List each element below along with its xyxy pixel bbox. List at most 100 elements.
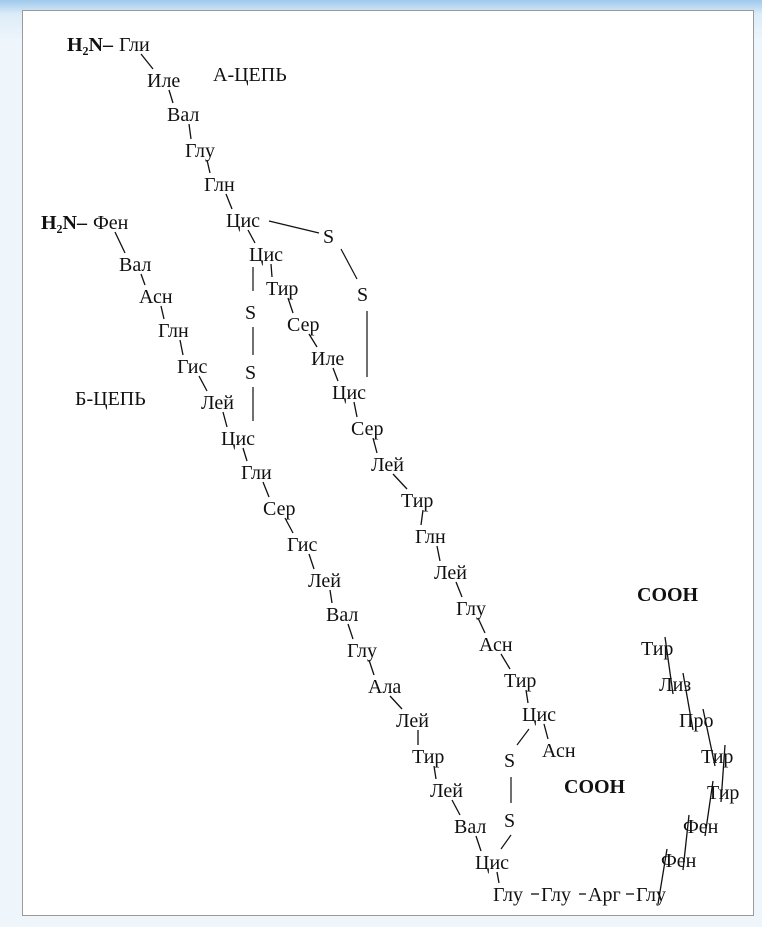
chain-a-residue: Лей	[434, 562, 467, 584]
chain-b-bond	[451, 799, 461, 816]
chain-a-bond	[420, 509, 424, 526]
chain-b-residue: Лей	[430, 780, 463, 802]
chain-b-bond	[308, 553, 315, 570]
chain-b-residue: Лей	[396, 710, 429, 732]
chain-b-bond	[140, 273, 146, 286]
chain-a-label: А-ЦЕПЬ	[213, 64, 287, 86]
chain-b-bond	[242, 447, 248, 462]
chain-a-residue: Тир	[266, 278, 298, 300]
chain-b-bond	[198, 375, 208, 392]
sulfur-atom: S	[323, 226, 334, 248]
chain-b-residue: Сер	[263, 498, 295, 520]
chain-b-residue: Асн	[139, 286, 173, 308]
chain-b-label: Б-ЦЕПЬ	[75, 388, 146, 410]
disulfide-bond	[500, 834, 512, 850]
chain-a-bond	[500, 653, 511, 670]
chain-a-residue: Глн	[204, 174, 235, 196]
chain-a-residue: Лей	[371, 454, 404, 476]
chain-b-residue: Арг	[588, 884, 621, 906]
chain-b-n-terminus: H₂N–	[41, 212, 88, 234]
chain-b-residue: Фен	[683, 816, 719, 838]
chain-b-residue: Цис	[475, 852, 509, 874]
chain-b-bond	[389, 695, 403, 710]
chain-a-bond	[308, 333, 318, 348]
chain-a-residue: Тир	[504, 670, 536, 692]
chain-b-residue: Гис	[177, 356, 208, 378]
chain-a-residue: Цис	[249, 244, 283, 266]
chain-a-residue: Сер	[351, 418, 383, 440]
chain-b-c-terminus: COOH	[637, 584, 699, 606]
chain-b-bond	[704, 780, 714, 837]
chain-b-residue: Тир	[412, 746, 444, 768]
chain-b-bond	[664, 636, 674, 695]
chain-a-bond	[477, 617, 486, 634]
chain-a-bond	[332, 367, 339, 382]
disulfide-bond	[516, 728, 530, 746]
chain-a-bond	[525, 689, 529, 704]
chain-b-residue: Фен	[93, 212, 129, 234]
sulfur-atom: S	[245, 362, 256, 384]
chain-b-residue: Тир	[707, 782, 739, 804]
chain-a-bond	[372, 437, 378, 454]
chain-b-bond	[720, 744, 726, 803]
chain-b-bond	[222, 411, 228, 428]
chain-a-residue: Иле	[311, 348, 344, 370]
chain-a-residue: Сер	[287, 314, 319, 336]
chain-b-residue: Глн	[158, 320, 189, 342]
chain-a-bond	[270, 263, 273, 278]
chain-a-residue: Тир	[401, 490, 433, 512]
chain-a-residue: Иле	[147, 70, 180, 92]
chain-b-residue: Гис	[287, 534, 318, 556]
chain-a-bond	[436, 545, 441, 562]
chain-b-residue: Гли	[241, 462, 272, 484]
chain-b-bond	[433, 765, 437, 780]
chain-b-residue: Глу	[493, 884, 523, 906]
chain-b-residue: Глу	[636, 884, 666, 906]
chain-b-bond	[368, 659, 375, 676]
chain-b-residue: Тир	[641, 638, 673, 660]
chain-b-bond	[702, 708, 716, 767]
chain-b-bond	[284, 517, 294, 534]
chain-b-residue: Глу	[347, 640, 377, 662]
chain-b-bond	[114, 231, 126, 254]
chain-a-residue: Глн	[415, 526, 446, 548]
chain-b-residue: Глу	[541, 884, 571, 906]
chain-a-bond	[140, 53, 154, 70]
disulfide-bond	[268, 220, 320, 234]
chain-a-bond	[392, 473, 408, 490]
chain-b-residue: Ала	[368, 676, 401, 698]
chain-b-residue: Лей	[201, 392, 234, 414]
chain-b-bond	[682, 814, 690, 871]
chain-b-bond	[329, 589, 333, 604]
chain-b-residue: Цис	[221, 428, 255, 450]
chain-a-residue: Гли	[119, 34, 150, 56]
chain-b-bond	[475, 835, 482, 852]
chain-a-residue: Цис	[226, 210, 260, 232]
chain-b-bond	[496, 871, 500, 884]
chain-b-residue: Тир	[701, 746, 733, 768]
chain-b-bond	[262, 481, 270, 498]
chain-b-bond	[682, 672, 694, 731]
chain-a-residue: Асн	[542, 740, 576, 762]
chain-b-bond	[179, 339, 184, 356]
chain-a-n-terminus: H₂N–	[67, 34, 114, 56]
chain-a-residue: Цис	[522, 704, 556, 726]
disulfide-bond	[340, 248, 358, 280]
chain-a-bond	[353, 401, 358, 418]
sulfur-atom: S	[504, 810, 515, 832]
chain-a-residue: Глу	[185, 140, 215, 162]
chain-b-bond	[657, 848, 668, 905]
chain-b-bond	[160, 305, 165, 320]
chain-b-residue: Вал	[119, 254, 151, 276]
chain-b-residue: Вал	[326, 604, 358, 626]
chain-b-residue: Про	[679, 710, 713, 732]
chain-a-bond	[188, 123, 192, 140]
chain-b-residue: Фен	[661, 850, 697, 872]
chain-a-residue: Вал	[167, 104, 199, 126]
chain-b-residue: Вал	[454, 816, 486, 838]
chain-b-residue: Лей	[308, 570, 341, 592]
chain-a-bond	[206, 159, 211, 174]
chain-a-bond	[543, 723, 549, 740]
chain-a-bond	[247, 229, 256, 244]
